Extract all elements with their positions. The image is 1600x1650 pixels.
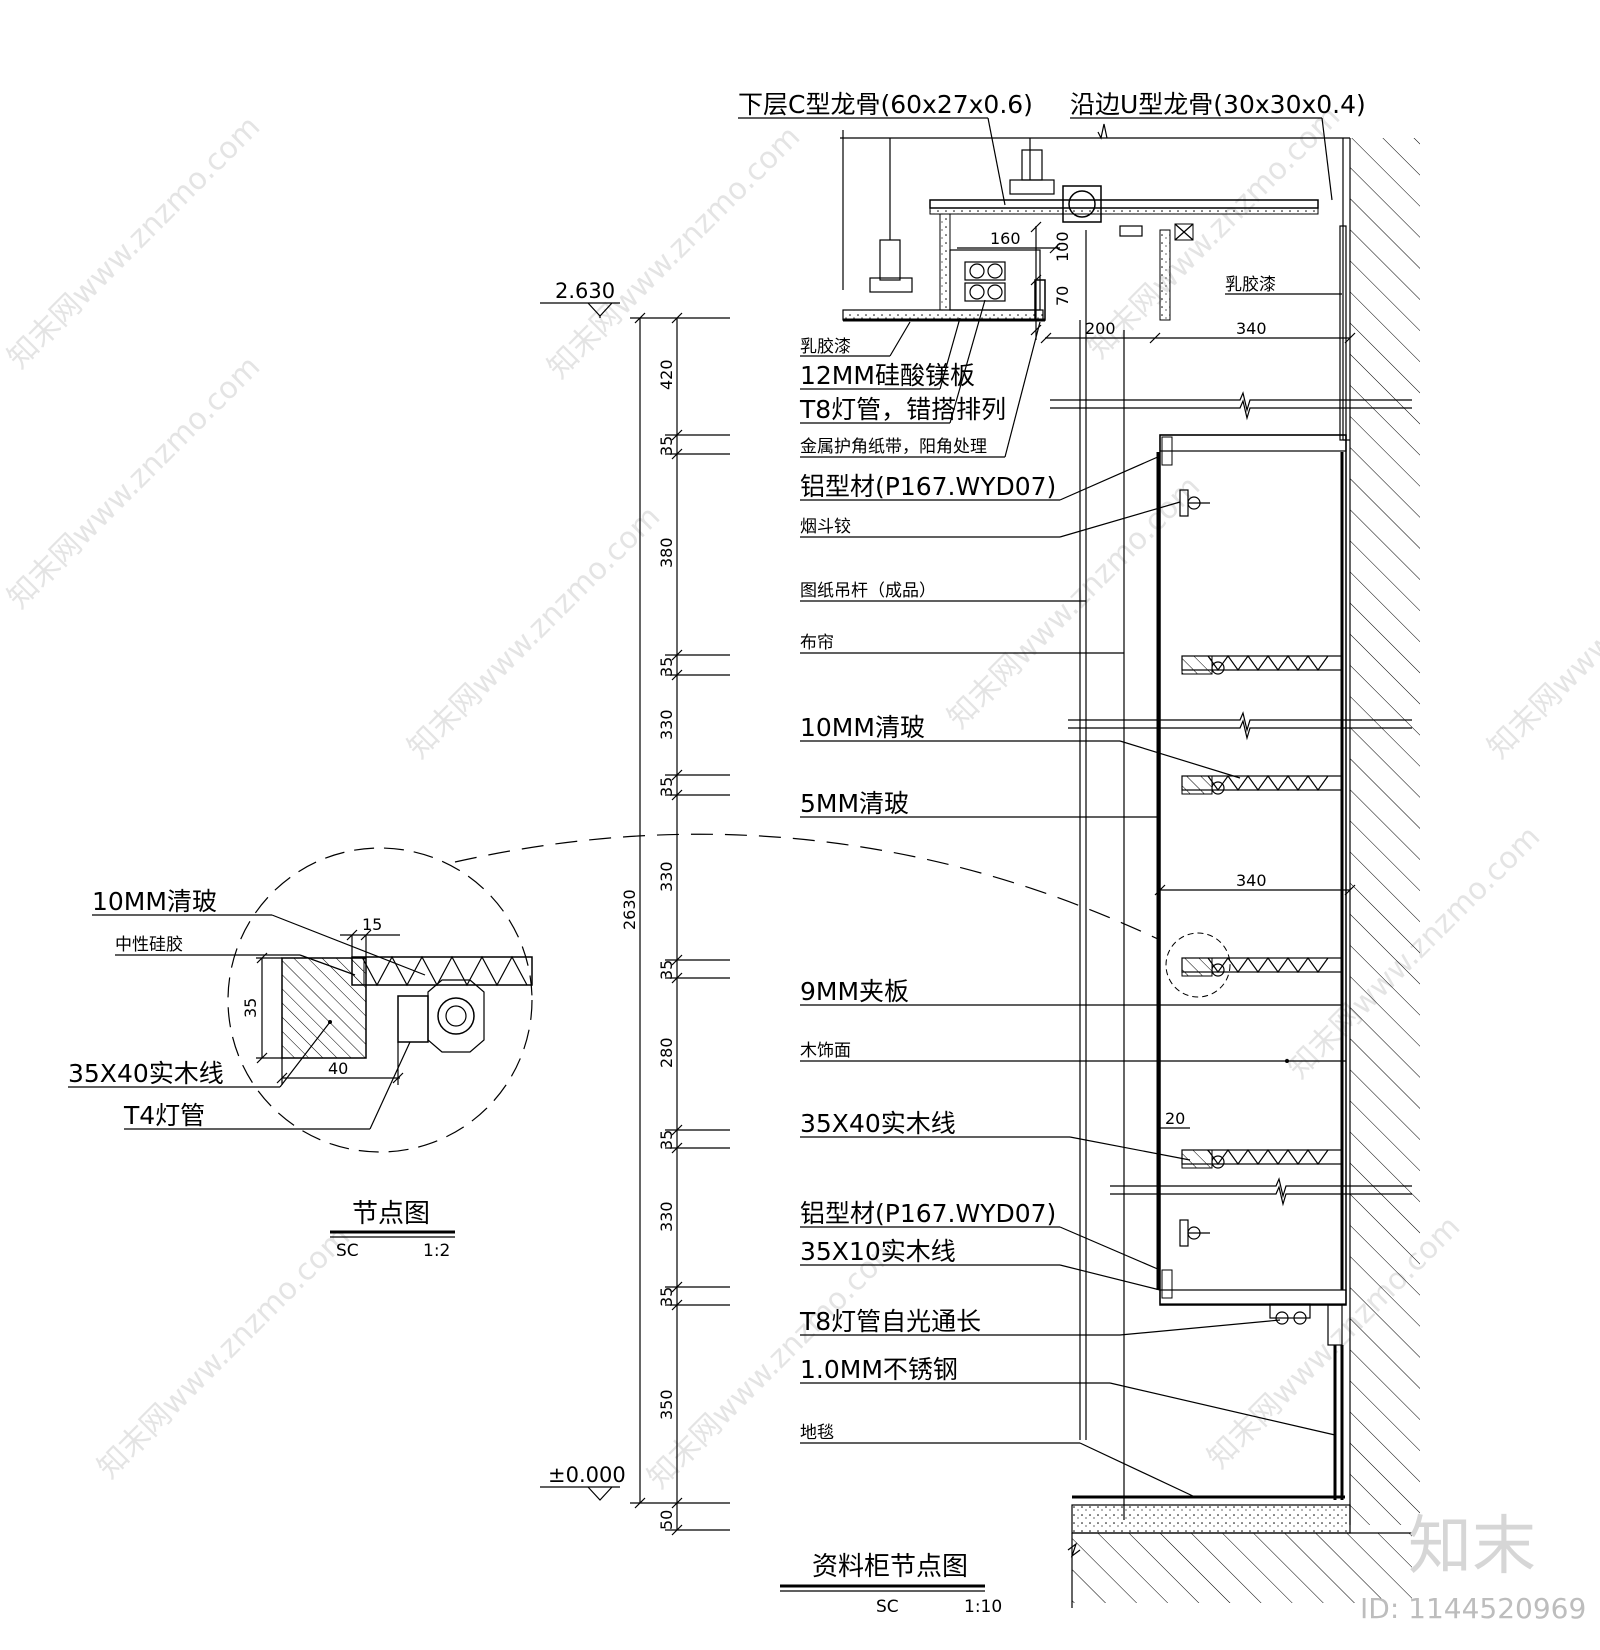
label-7: 图纸吊杆（成品） (800, 581, 936, 601)
label-8: 布帘 (800, 633, 834, 653)
label-2: 12MM硅酸镁板 (800, 361, 975, 390)
label-u-keel: 沿边U型龙骨(30x30x0.4) (1070, 90, 1366, 119)
watermark-text: 知末网www.znzmo.com (1481, 499, 1600, 765)
top-dimensions: 160 100 70 200 340 340 20 (957, 221, 1356, 1129)
top-labels: 下层C型龙骨(60x27x0.6) 沿边U型龙骨(30x30x0.4) 乳胶漆 (738, 90, 1366, 295)
detail-label-3: 35X40实木线 (68, 1059, 224, 1088)
watermark-text: 知末网www.znzmo.com (1, 109, 267, 375)
main-title-block: 资料柜节点图 SC 1:10 (780, 1552, 1002, 1617)
shelf (1181, 774, 1343, 795)
vdim-9: 280 (657, 1037, 676, 1068)
label-18: 地毯 (800, 1423, 834, 1443)
watermark-text: 知末网www.znzmo.com (541, 119, 807, 385)
cabinet (1050, 230, 1412, 1520)
vdim-14: 50 (657, 1510, 676, 1530)
vdim-5: 330 (657, 709, 676, 740)
image-id: ID: 1144520969 (1360, 1592, 1586, 1625)
level-bottom: ±0.000 (548, 1463, 626, 1487)
label-11: 9MM夹板 (800, 977, 909, 1006)
detail-title-block: 节点图 SC 1:2 (330, 1199, 455, 1261)
detail-dim-15: 15 (362, 915, 382, 934)
left-labels: 乳胶漆 12MM硅酸镁板 T8灯管，错搭排列 金属护角纸带，阳角处理 铝型材(P… (799, 299, 1346, 1498)
level-marker-top: 2.630 (540, 279, 620, 318)
label-4: 金属护角纸带，阳角处理 (800, 437, 987, 457)
vdim-10: 35 (657, 1130, 676, 1150)
label-1: 乳胶漆 (800, 337, 851, 357)
brand-logo: 知末 (1408, 1510, 1536, 1584)
dim-340-top: 340 (1236, 319, 1267, 338)
vdim-8: 35 (657, 960, 676, 980)
detail-dim-40: 40 (328, 1059, 348, 1078)
shelf (1181, 1148, 1343, 1169)
label-14: 铝型材(P167.WYD07) (800, 1199, 1056, 1228)
label-c-keel: 下层C型龙骨(60x27x0.6) (738, 90, 1033, 119)
vdim-11: 330 (657, 1201, 676, 1232)
floor (1067, 1495, 1412, 1608)
watermark-text: 知末网www.znzmo.com (1, 349, 267, 615)
watermark-text: 知末网www.znzmo.com (1081, 99, 1347, 365)
wall (1342, 138, 1420, 1525)
shelf (1181, 654, 1343, 675)
detail-title: 节点图 (352, 1199, 430, 1229)
level-marker-bottom: ±0.000 (540, 1463, 626, 1501)
main-scale-code: SC (876, 1597, 899, 1617)
label-5: 铝型材(P167.WYD07) (800, 472, 1056, 501)
main-scale: 1:10 (964, 1597, 1002, 1617)
dim-340-mid: 340 (1236, 871, 1267, 890)
detail-label-1: 10MM清玻 (92, 887, 217, 916)
dim-100: 100 (1053, 231, 1072, 262)
watermark-text: 知末网www.znzmo.com (401, 499, 667, 765)
label-6: 烟斗铰 (800, 517, 851, 537)
label-12: 木饰面 (800, 1041, 851, 1061)
label-9: 10MM清玻 (800, 713, 925, 742)
vdim-6: 35 (657, 777, 676, 797)
detail-label-4: T4灯管 (123, 1101, 205, 1130)
detail-dim-35: 35 (241, 998, 260, 1018)
vdim-2: 35 (657, 436, 676, 456)
node-detail: 15 35 40 10MM清玻 中性硅胶 35X40实木线 T4灯管 (68, 847, 533, 1153)
total-height: 2630 (620, 889, 639, 930)
vdim-7: 330 (657, 861, 676, 892)
brand-watermark: 知末 ID: 1144520969 (1360, 1510, 1586, 1625)
vdim-1: 420 (657, 359, 676, 390)
main-title: 资料柜节点图 (812, 1552, 968, 1582)
label-16: T8灯管自光通长 (799, 1307, 981, 1336)
shelf (1181, 956, 1343, 977)
detail-scale-code: SC (336, 1241, 359, 1261)
label-17: 1.0MM不锈钢 (800, 1355, 958, 1384)
label-3: T8灯管，错搭排列 (799, 395, 1006, 424)
label-15: 35X10实木线 (800, 1237, 956, 1266)
dim-200: 200 (1085, 319, 1116, 338)
vdim-4: 35 (657, 657, 676, 677)
vdim-3: 380 (657, 537, 676, 568)
ceiling (840, 123, 1350, 441)
detail-callout-arc (454, 833, 1161, 941)
dim-20: 20 (1165, 1109, 1185, 1128)
dim-70: 70 (1053, 286, 1072, 306)
vertical-dimensions: 420 35 380 35 330 35 330 35 280 35 330 3… (620, 312, 730, 1536)
dim-160: 160 (990, 229, 1021, 248)
label-10: 5MM清玻 (800, 789, 909, 818)
label-latex-right: 乳胶漆 (1225, 275, 1276, 295)
watermark-text: 知末网www.znzmo.com (91, 1219, 357, 1485)
level-top: 2.630 (555, 279, 615, 303)
detail-scale: 1:2 (423, 1241, 450, 1261)
detail-label-2: 中性硅胶 (115, 935, 183, 955)
vdim-12: 35 (657, 1287, 676, 1307)
watermark-text: 知末网www.znzmo.com (941, 469, 1207, 735)
label-13: 35X40实木线 (800, 1109, 956, 1138)
vdim-13: 350 (657, 1389, 676, 1420)
